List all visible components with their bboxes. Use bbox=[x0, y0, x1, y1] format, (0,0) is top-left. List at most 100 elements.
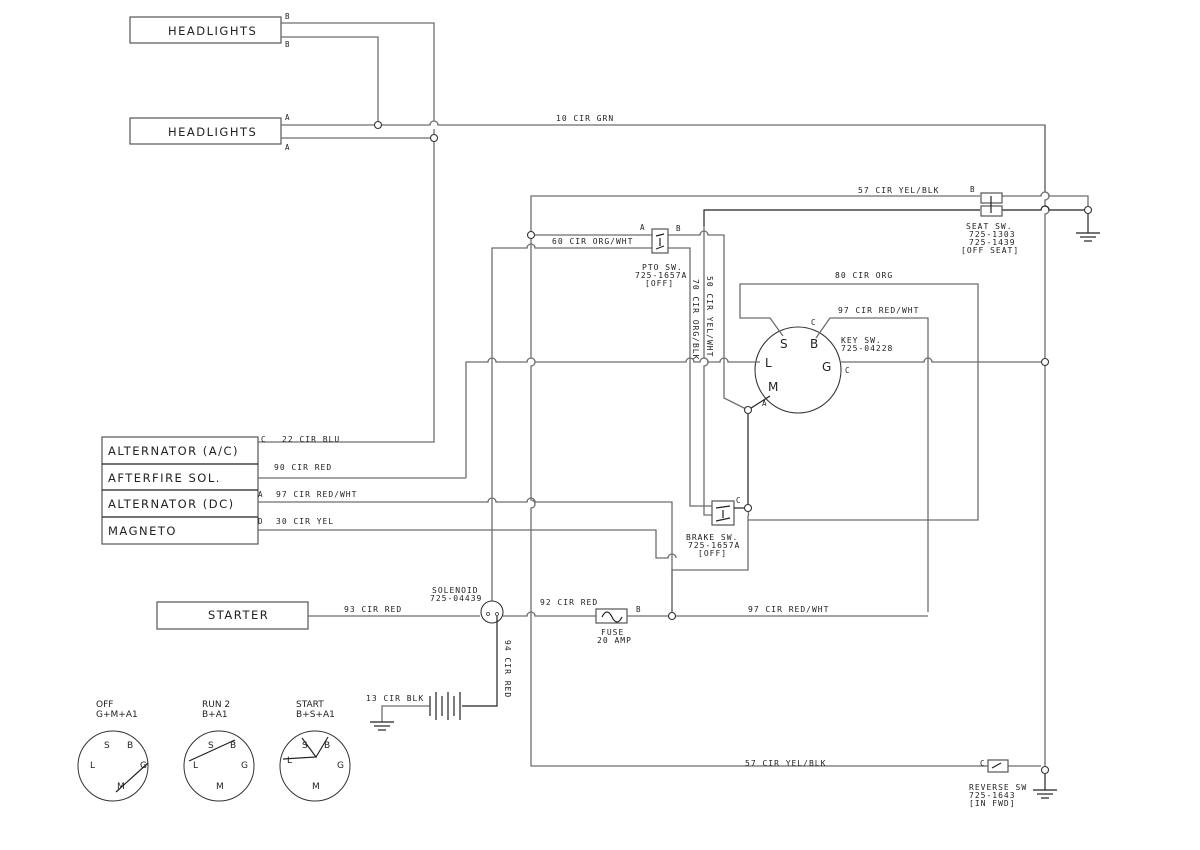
junction-node bbox=[1083, 205, 1093, 215]
connector-label-afterfire: AFTERFIRE SOL. bbox=[108, 471, 221, 485]
wire-label-50: 50 CIR YEL/WHT bbox=[705, 276, 714, 357]
wire-90-red bbox=[465, 357, 532, 478]
headlights-1-pin-bottom: B bbox=[285, 40, 290, 49]
pto-pin-a: A bbox=[640, 223, 645, 232]
legend-terminal-g: G bbox=[140, 761, 147, 771]
headlights-2-label: HEADLIGHTS bbox=[168, 125, 257, 139]
legend-terminal-g: G bbox=[241, 761, 248, 771]
wire-label-97-alt: 97 CIR RED/WHT bbox=[276, 490, 357, 499]
seat-switch-state: [OFF SEAT] bbox=[961, 246, 1019, 255]
key-position-title: START bbox=[296, 700, 324, 710]
key-terminal-s: S bbox=[780, 337, 788, 351]
legend-terminal-m: M bbox=[312, 782, 320, 792]
wire-label-30: 30 CIR YEL bbox=[276, 517, 334, 526]
pto-switch-part: 725-1657A bbox=[635, 271, 687, 280]
pto-switch-label: PTO SW. bbox=[642, 263, 683, 272]
wire-label-57-top: 57 CIR YEL/BLK bbox=[858, 186, 939, 195]
wire-97-key bbox=[815, 317, 929, 612]
seat-switch-part-1: 725-1303 bbox=[969, 230, 1016, 239]
wire-label-80: 80 CIR ORG bbox=[835, 271, 893, 280]
wire-label-94: 94 CIR RED bbox=[503, 640, 512, 698]
headlights-1-box bbox=[129, 16, 282, 44]
wire-headlight-b-top bbox=[281, 22, 435, 121]
connector-label-magneto: MAGNETO bbox=[108, 524, 177, 538]
junction-node bbox=[373, 120, 383, 130]
ground-icon bbox=[1033, 774, 1057, 799]
brake-switch-state: [OFF] bbox=[698, 549, 727, 558]
brake-switch-part: 725-1657A bbox=[688, 541, 740, 550]
fuse-label: FUSE bbox=[601, 628, 624, 637]
key-position-start: START B+S+A1 S B L G M bbox=[279, 700, 351, 802]
wire-label-97-key: 97 CIR RED/WHT bbox=[838, 306, 919, 315]
wire-22-blu bbox=[258, 129, 435, 443]
headlights-2: HEADLIGHTS A A bbox=[129, 113, 290, 152]
connector-label-alternator-dc: ALTERNATOR (DC) bbox=[108, 497, 235, 511]
wire-label-57-bottom: 57 CIR YEL/BLK bbox=[745, 759, 826, 768]
fuse-icon bbox=[601, 611, 623, 623]
junction-node bbox=[743, 405, 753, 415]
wire-label-60: 60 CIR ORG/WHT bbox=[552, 237, 633, 246]
key-switch-part: 725-04228 bbox=[841, 344, 893, 353]
key-position-run: RUN 2 B+A1 S B L G M bbox=[183, 700, 255, 802]
key-pin-a: A bbox=[762, 399, 767, 408]
legend-terminal-b: B bbox=[127, 741, 133, 751]
solenoid-part: 725-04439 bbox=[430, 594, 482, 603]
key-switch-label: KEY SW. bbox=[841, 336, 882, 345]
connector-pin-d: D bbox=[258, 517, 263, 526]
wire-pto-feed bbox=[491, 243, 652, 612]
starter-label: STARTER bbox=[208, 608, 269, 622]
wire-label-13: 13 CIR BLK bbox=[366, 694, 424, 703]
key-terminal-g: G bbox=[822, 360, 831, 374]
junction-node bbox=[667, 611, 677, 621]
key-position-combo: B+S+A1 bbox=[296, 710, 335, 720]
seat-switch-pin: B bbox=[970, 185, 975, 194]
ground-icon bbox=[1076, 214, 1100, 242]
key-position-combo: B+A1 bbox=[202, 710, 228, 720]
solenoid-body bbox=[480, 600, 504, 624]
wire-label-93: 93 CIR RED bbox=[344, 605, 402, 614]
brake-switch-label: BRAKE SW. bbox=[686, 533, 738, 542]
wire-97-alt bbox=[258, 497, 673, 612]
headlights-2-box bbox=[129, 117, 282, 145]
reverse-switch-pin: C bbox=[980, 759, 985, 768]
junction-node bbox=[1040, 357, 1050, 367]
wire-70-org-blk bbox=[668, 247, 712, 507]
junction-node bbox=[526, 230, 536, 240]
wire-m-terminal bbox=[747, 395, 771, 411]
key-terminal-l: L bbox=[765, 356, 772, 370]
wire-seat-ground bbox=[1002, 205, 1088, 211]
ground-icon bbox=[370, 721, 394, 731]
headlights-2-pin-bottom: A bbox=[285, 143, 290, 152]
wire-92-red bbox=[503, 611, 596, 617]
legend-terminal-b: B bbox=[324, 741, 330, 751]
wire-57-bottom bbox=[530, 239, 980, 767]
headlights-1-pin-top: B bbox=[285, 12, 290, 21]
junction-node bbox=[743, 503, 753, 513]
legend-terminal-m: M bbox=[216, 782, 224, 792]
wire-80-org bbox=[739, 283, 979, 504]
key-position-combo: G+M+A1 bbox=[96, 710, 138, 720]
headlights-1: HEADLIGHTS B B bbox=[129, 12, 290, 49]
wire-10-grn bbox=[281, 120, 1046, 192]
key-position-off: OFF G+M+A1 S B L G M bbox=[77, 700, 149, 802]
headlights-1-label: HEADLIGHTS bbox=[168, 24, 257, 38]
wire-seat-out bbox=[1002, 191, 1089, 210]
wire-94-red bbox=[462, 616, 498, 707]
wire-label-92: 92 CIR RED bbox=[540, 598, 598, 607]
wire-brake-right bbox=[747, 504, 979, 521]
wire-g-line bbox=[840, 357, 1041, 363]
legend-terminal-l: L bbox=[90, 761, 95, 771]
brake-switch-pin: C bbox=[736, 496, 741, 505]
pto-pin-b: B bbox=[676, 224, 681, 233]
wire-label-90: 90 CIR RED bbox=[274, 463, 332, 472]
key-pin-c1: C bbox=[811, 318, 816, 327]
junction-node bbox=[1040, 765, 1050, 775]
key-terminal-b: B bbox=[810, 337, 818, 351]
wire-50-yel-wht bbox=[703, 226, 712, 516]
battery-icon bbox=[429, 692, 461, 720]
seat-switch: B SEAT SW. 725-1303 725-1439 [OFF SEAT] bbox=[961, 185, 1019, 255]
wire-30-yel bbox=[258, 529, 677, 559]
solenoid-label: SOLENOID bbox=[432, 586, 479, 595]
legend-terminal-s: S bbox=[208, 741, 214, 751]
